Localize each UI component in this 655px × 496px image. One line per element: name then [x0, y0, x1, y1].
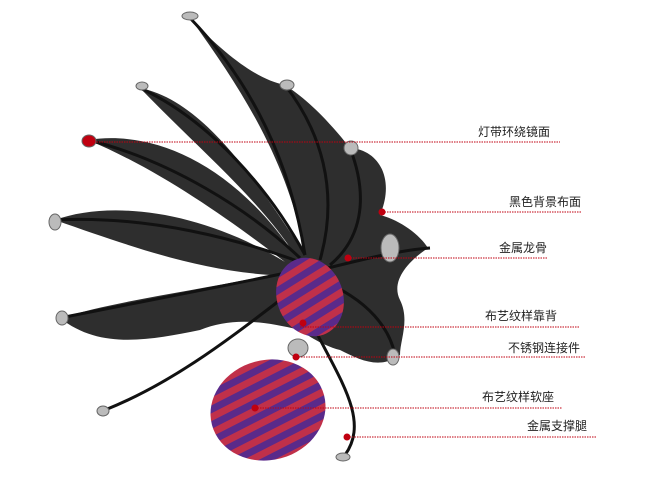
- leader-lines: [89, 141, 597, 438]
- label-metal-legs: 金属支撑腿: [527, 419, 588, 433]
- label-steel-connector: 不锈钢连接件: [508, 341, 581, 355]
- label-metal-frame: 金属龙骨: [499, 241, 548, 255]
- fabric-seat: [210, 359, 326, 461]
- label-fabric-seat: 布艺纹样软座: [482, 390, 555, 404]
- marker-dots: [251, 208, 386, 441]
- label-fabric-backrest: 布艺纹样靠背: [485, 309, 558, 323]
- connector-caps: [48, 11, 400, 462]
- black-fabric-back: [55, 18, 428, 363]
- label-led-mirror: 灯带环绕镜面: [478, 125, 551, 139]
- fabric-backrest: [276, 257, 344, 337]
- label-black-fabric: 黑色背景布面: [509, 195, 582, 209]
